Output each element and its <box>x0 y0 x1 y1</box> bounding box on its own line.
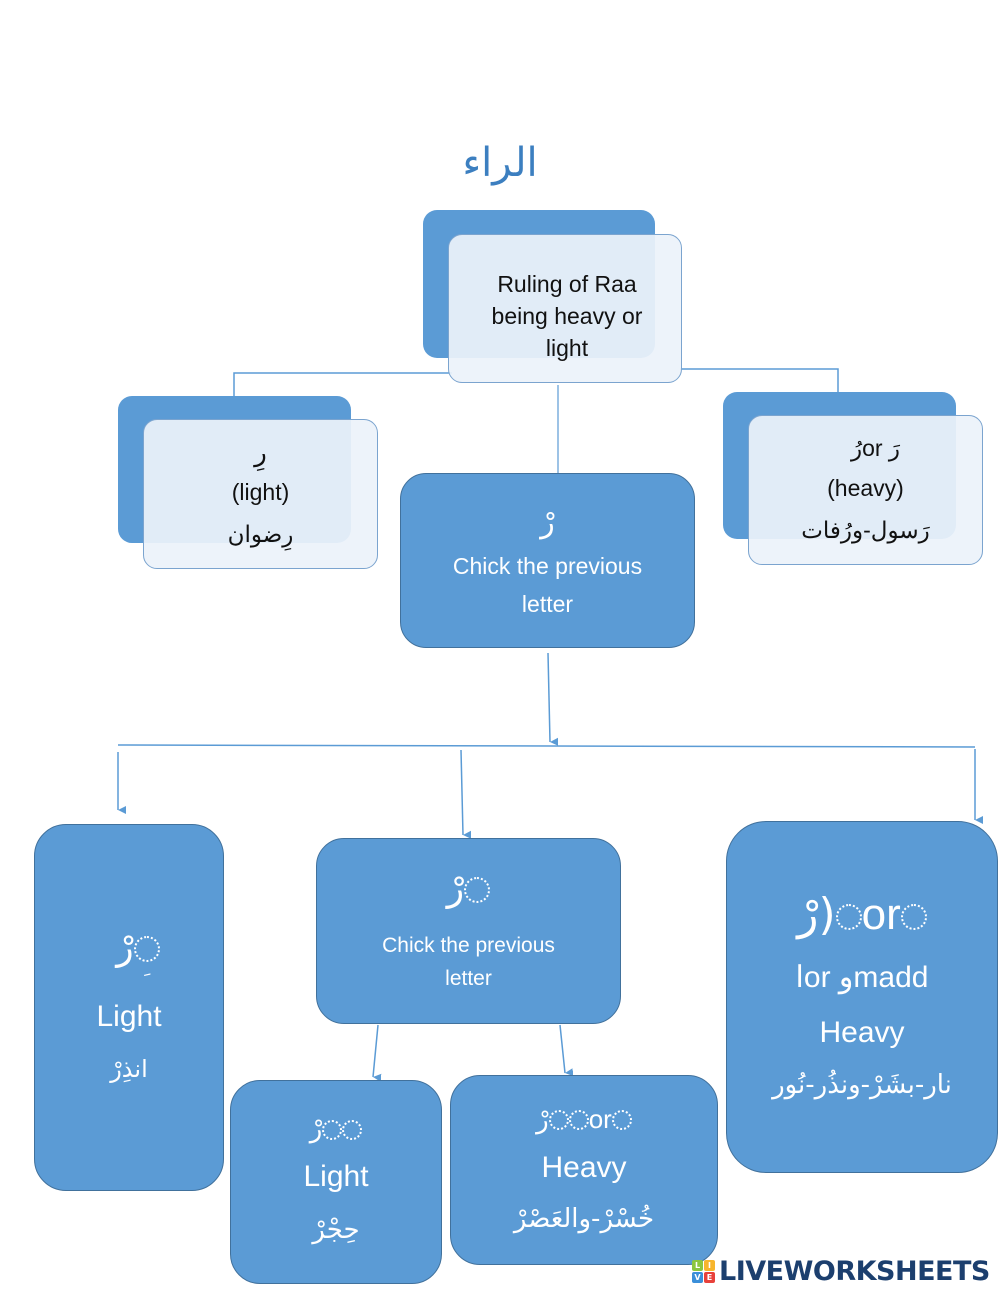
leaf-heavy-node: رْ or Heavy خُسْرْ-والعَصْرْ <box>450 1075 718 1265</box>
left-node-example: رِضوان <box>227 521 294 547</box>
logo-tile-l: L <box>692 1259 703 1271</box>
root-node: Ruling of Raa being heavy or light <box>448 234 682 383</box>
arrow-to-leaf-light <box>372 1024 378 1077</box>
or-text: or <box>861 890 901 939</box>
center-node-symbol: رْ <box>540 504 555 540</box>
logo-tile-e: E <box>704 1271 715 1283</box>
root-line-3: light <box>545 334 589 361</box>
arrow-to-leaf-heavy <box>559 1024 565 1073</box>
raa-glyph: رْ <box>309 1114 323 1144</box>
placeholder-letter-icon <box>835 904 862 930</box>
logo-tile-i: I <box>704 1259 715 1271</box>
leaf-heavy-label: Heavy <box>541 1150 627 1184</box>
left-node-symbol: رِ <box>254 437 267 467</box>
raa-glyph: رْ <box>446 868 465 909</box>
raa-glyph: رْ <box>116 927 134 968</box>
placeholder-letter-icon <box>568 1110 589 1130</box>
center-node: رْ Chick the previous letter <box>400 473 695 648</box>
leaf-heavy-symbol: رْ or <box>536 1099 632 1140</box>
leaf-light-node: رْ Light حِجْرْ <box>230 1080 442 1284</box>
placeholder-letter-icon <box>133 936 160 962</box>
logo-text: LIVEWORKSHEETS <box>719 1255 990 1287</box>
center-node-line-1: Chick the previous <box>452 552 643 579</box>
bottom-middle-node: رْ Chick the previous letter <box>316 838 621 1024</box>
root-line-1: Ruling of Raa <box>497 270 637 297</box>
right-node-symbol-b: رَ <box>888 435 901 461</box>
leaf-light-symbol: رْ <box>310 1109 363 1149</box>
placeholder-letter-icon <box>342 1119 363 1140</box>
diagram-title: الراء <box>462 140 538 186</box>
placeholder-letter-icon <box>611 1110 632 1130</box>
raa-glyph: رْ <box>536 1104 549 1135</box>
bottom-right-example: نار-بشَرْ-ونذُر-نُور <box>772 1070 952 1100</box>
left-node: رِ (light) رِضوان <box>143 419 378 569</box>
placeholder-letter-icon <box>548 1110 569 1130</box>
bottom-right-madd: اor وmadd <box>795 961 929 994</box>
bottom-left-node: رِْ Light انذِرْ <box>34 824 224 1191</box>
right-node-or: or <box>862 435 883 461</box>
right-node-example: رَسول-ورُفات <box>801 517 930 543</box>
bottom-middle-line-1: Chick the previous <box>382 934 555 957</box>
distributor-line <box>117 744 976 748</box>
bottom-middle-symbol: رْ <box>446 867 491 911</box>
logo-tile-v: V <box>692 1271 703 1283</box>
root-line-2: being heavy or <box>491 302 643 329</box>
paren: ) <box>818 889 836 940</box>
center-node-line-2: letter <box>521 590 574 617</box>
placeholder-letter-icon <box>464 877 491 903</box>
leaf-heavy-example: خُسْرْ-والعَصْرْ <box>513 1203 655 1234</box>
or-text: or <box>588 1103 612 1134</box>
connector-root-left <box>233 372 452 398</box>
bottom-left-label: Light <box>96 1000 162 1033</box>
arrow-to-bottom-middle <box>460 749 463 835</box>
right-node-symbols: رُor رَ <box>831 428 900 468</box>
connector-root-right <box>680 368 839 392</box>
placeholder-letter-icon <box>900 904 927 930</box>
raa-glyph: رْ <box>797 889 819 940</box>
arrow-center-down <box>547 652 550 742</box>
bottom-left-symbol: رِْ <box>116 926 160 989</box>
bottom-right-node: رْ) or اor وmadd Heavy نار-بشَرْ-ونذُر-نُ… <box>726 821 998 1173</box>
bottom-left-example: انذِرْ <box>110 1055 148 1083</box>
liveworksheets-logo[interactable]: L I V E LIVEWORKSHEETS <box>692 1255 990 1287</box>
bottom-right-symbol: رْ) or <box>797 887 927 943</box>
placeholder-letter-icon <box>322 1119 343 1140</box>
bottom-middle-line-2: letter <box>445 967 492 990</box>
bottom-right-label: Heavy <box>819 1016 905 1049</box>
leaf-light-example: حِجْرْ <box>312 1215 360 1245</box>
root-text: Ruling of Raa being heavy or light <box>470 254 661 364</box>
logo-grid-icon: L I V E <box>692 1259 715 1283</box>
right-node-label: (heavy) <box>827 475 904 501</box>
left-node-label: (light) <box>231 479 290 505</box>
leaf-light-label: Light <box>303 1160 369 1193</box>
right-node: رُor رَ (heavy) رَسول-ورُفات <box>748 415 983 565</box>
right-node-symbol-a: رُ <box>850 435 863 461</box>
